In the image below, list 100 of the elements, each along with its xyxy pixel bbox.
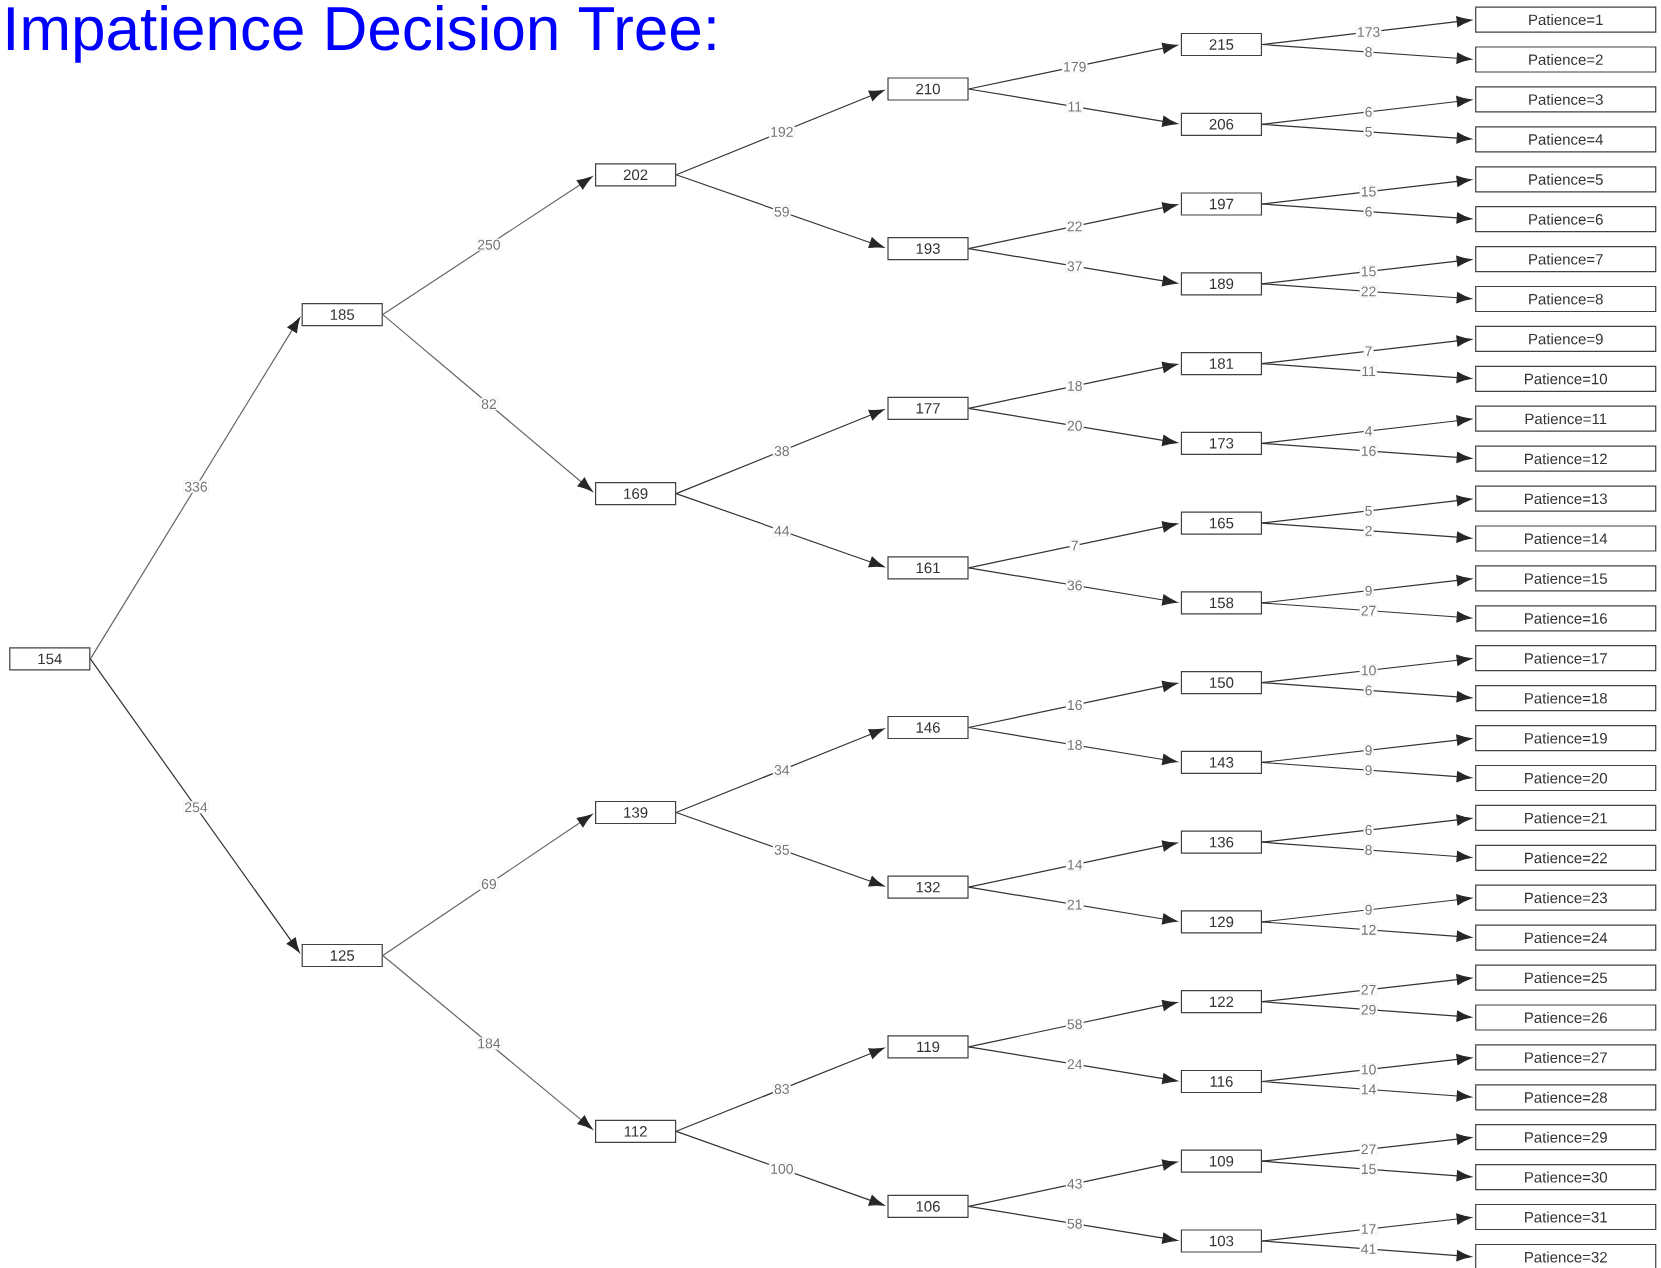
node-box: 150 xyxy=(1180,671,1262,695)
edge-label: 10 xyxy=(1361,1064,1376,1075)
edge-label: 44 xyxy=(774,525,790,536)
node-box: 189 xyxy=(1180,272,1262,296)
edge-label: 8 xyxy=(1365,845,1372,855)
node-box: 146 xyxy=(887,715,969,740)
node-box: 125 xyxy=(301,943,383,968)
arrow xyxy=(968,680,1178,729)
arrow xyxy=(968,1159,1178,1207)
edge-label: 27 xyxy=(1361,1144,1376,1155)
edge-label: 82 xyxy=(481,399,496,410)
leaf-box: Patience=7 xyxy=(1475,246,1657,273)
node-box: 106 xyxy=(887,1194,969,1218)
node-box: 210 xyxy=(887,77,969,101)
edge-label: 11 xyxy=(1362,366,1376,376)
arrow xyxy=(1261,123,1472,144)
edge-label: 58 xyxy=(1067,1019,1082,1030)
edge-label: 336 xyxy=(184,481,208,492)
node-box: 185 xyxy=(301,303,383,327)
edge-label: 16 xyxy=(1068,700,1082,710)
leaf-box: Patience=32 xyxy=(1475,1243,1657,1268)
leaf-box: Patience=26 xyxy=(1475,1004,1657,1031)
leaf-box: Patience=1 xyxy=(1475,6,1657,33)
leaf-box: Patience=18 xyxy=(1475,685,1657,712)
arrow xyxy=(968,407,1178,446)
edge-label: 9 xyxy=(1365,765,1372,776)
leaf-box: Patience=13 xyxy=(1475,485,1657,512)
arrow xyxy=(1261,43,1472,64)
leaf-box: Patience=11 xyxy=(1475,405,1657,432)
arrow xyxy=(968,42,1178,90)
edge-label: 7 xyxy=(1365,346,1372,357)
arrow xyxy=(89,317,301,660)
edge-label: 100 xyxy=(771,1163,793,1174)
leaf-box: Patience=14 xyxy=(1475,525,1657,552)
edge-label: 38 xyxy=(774,446,789,456)
arrow xyxy=(675,493,885,568)
edge-label: 192 xyxy=(771,126,793,137)
edge-label: 5 xyxy=(1365,505,1372,516)
edge-label: 14 xyxy=(1361,1084,1376,1095)
edge-label: 6 xyxy=(1365,685,1372,696)
arrow xyxy=(968,1205,1178,1244)
leaf-box: Patience=12 xyxy=(1475,445,1657,472)
arrow xyxy=(675,1047,885,1132)
edge-label: 29 xyxy=(1361,1004,1376,1015)
leaf-box: Patience=5 xyxy=(1475,166,1657,193)
node-box: 116 xyxy=(1180,1069,1262,1094)
node-box: 154 xyxy=(9,647,91,671)
arrow xyxy=(1261,682,1472,703)
arrow xyxy=(382,954,593,1130)
leaf-box: Patience=10 xyxy=(1475,365,1657,392)
node-box: 177 xyxy=(887,396,969,420)
edge-label: 16 xyxy=(1361,446,1376,456)
leaf-box: Patience=19 xyxy=(1475,725,1657,752)
leaf-box: Patience=2 xyxy=(1475,46,1657,73)
node-box: 206 xyxy=(1180,112,1262,136)
edge-label: 35 xyxy=(774,844,789,855)
arrow xyxy=(968,999,1178,1048)
edge-label: 24 xyxy=(1067,1059,1083,1070)
arrow xyxy=(1261,814,1472,843)
node-box: 119 xyxy=(887,1035,969,1059)
arrow xyxy=(89,658,300,953)
arrow xyxy=(382,314,593,492)
edge-label: 59 xyxy=(774,206,789,217)
edge-label: 41 xyxy=(1361,1244,1376,1254)
arrow xyxy=(1261,921,1472,942)
edge-label: 27 xyxy=(1361,605,1376,616)
arrow xyxy=(675,1130,885,1206)
node-box: 202 xyxy=(595,163,677,187)
edge-label: 58 xyxy=(1067,1218,1082,1229)
edge-label: 11 xyxy=(1068,101,1082,112)
edge-label: 22 xyxy=(1067,221,1082,232)
leaf-box: Patience=8 xyxy=(1475,285,1657,313)
edge-label: 9 xyxy=(1365,585,1372,596)
node-box: 139 xyxy=(595,800,677,825)
arrow xyxy=(675,728,885,814)
edge-label: 12 xyxy=(1361,924,1376,935)
arrow xyxy=(1261,1080,1472,1102)
leaf-box: Patience=23 xyxy=(1475,884,1657,911)
edge-label: 69 xyxy=(481,879,497,889)
edge-label: 4 xyxy=(1365,426,1373,436)
edge-label: 9 xyxy=(1365,745,1372,756)
edge-label: 17 xyxy=(1361,1224,1376,1234)
arrow xyxy=(1261,442,1472,463)
leaf-box: Patience=28 xyxy=(1475,1084,1657,1111)
edge-label: 37 xyxy=(1067,261,1082,272)
arrow xyxy=(675,811,885,887)
leaf-box: Patience=15 xyxy=(1475,565,1657,592)
node-box: 112 xyxy=(595,1119,677,1143)
arrow xyxy=(675,409,885,495)
node-box: 132 xyxy=(887,875,969,899)
arrow xyxy=(1261,203,1472,224)
leaf-box: Patience=20 xyxy=(1475,764,1657,792)
edge-label: 179 xyxy=(1064,61,1086,72)
arrow xyxy=(1261,283,1472,304)
edge-label: 83 xyxy=(774,1084,789,1094)
node-box: 103 xyxy=(1180,1229,1262,1253)
node-box: 193 xyxy=(887,237,969,261)
arrow xyxy=(1261,363,1472,384)
leaf-box: Patience=27 xyxy=(1475,1044,1657,1071)
node-box: 136 xyxy=(1180,830,1262,854)
